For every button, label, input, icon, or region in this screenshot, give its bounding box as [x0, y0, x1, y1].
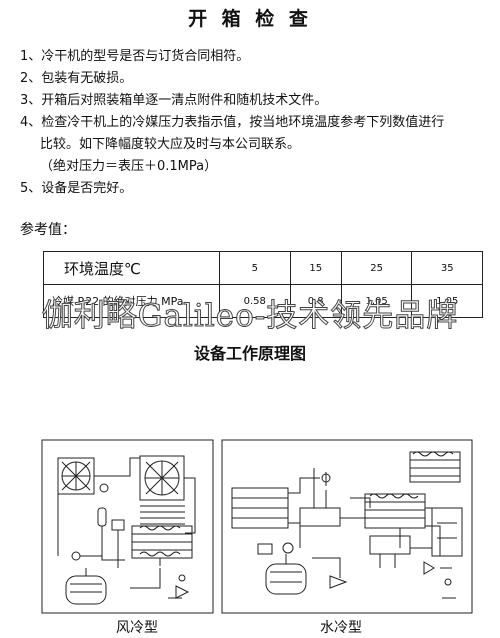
- checklist-item: 2、包装有无破损。: [20, 71, 133, 86]
- checklist-item: 4、检查冷干机上的冷媒压力表指示值，按当地环境温度参考下列数值进行: [20, 115, 445, 130]
- table-cell: 25: [340, 251, 413, 285]
- table-row: 冷媒 R22 的绝对压力 MPa 0.58 0.8 1.05 1.05: [43, 284, 483, 318]
- table-cell: 1.05: [411, 284, 483, 318]
- reference-table: 环境温度℃ 5 15 25 35 冷媒 R22 的绝对压力 MPa 0.58 0…: [43, 251, 483, 318]
- watermark: 伽利略Galileo-技术领先品牌: [41, 298, 459, 335]
- table-row: 环境温度℃ 5 15 25 35: [43, 251, 483, 285]
- table-cell: 0.58: [219, 284, 291, 318]
- table-cell: 1.05: [340, 284, 413, 318]
- air-cooled-diagram: [41, 439, 214, 614]
- checklist-item: 3、开箱后对照装箱单逐一清点附件和随机技术文件。: [20, 93, 328, 108]
- checklist-item: 5、设备是否完好。: [20, 181, 133, 196]
- temperature-header: 环境温度℃: [43, 251, 220, 285]
- checklist-item: 1、冷干机的型号是否与订货合同相符。: [20, 49, 250, 64]
- diagram-title: 设备工作原理图: [193, 344, 306, 363]
- reference-label: 参考值：: [20, 222, 76, 238]
- water-cooled-diagram: [221, 439, 473, 614]
- checklist: 1、冷干机的型号是否与订货合同相符。 2、包装有无破损。 3、开箱后对照装箱单逐…: [20, 46, 490, 200]
- water-cooled-caption: 水冷型: [320, 620, 362, 636]
- page-title: 开 箱 检 查: [188, 8, 312, 30]
- table-cell: 15: [289, 251, 342, 285]
- table-cell: 0.8: [289, 284, 342, 318]
- table-cell: 5: [219, 251, 291, 285]
- pressure-header: 冷媒 R22 的绝对压力 MPa: [43, 284, 220, 318]
- checklist-note: （绝对压力＝表压＋0.1MPa）: [40, 159, 218, 174]
- principle-diagram: [41, 439, 473, 614]
- table-cell: 35: [411, 251, 483, 285]
- air-cooled-caption: 风冷型: [116, 620, 158, 636]
- checklist-item-continued: 比较。如下降幅度较大应及时与本公司联系。: [40, 137, 301, 152]
